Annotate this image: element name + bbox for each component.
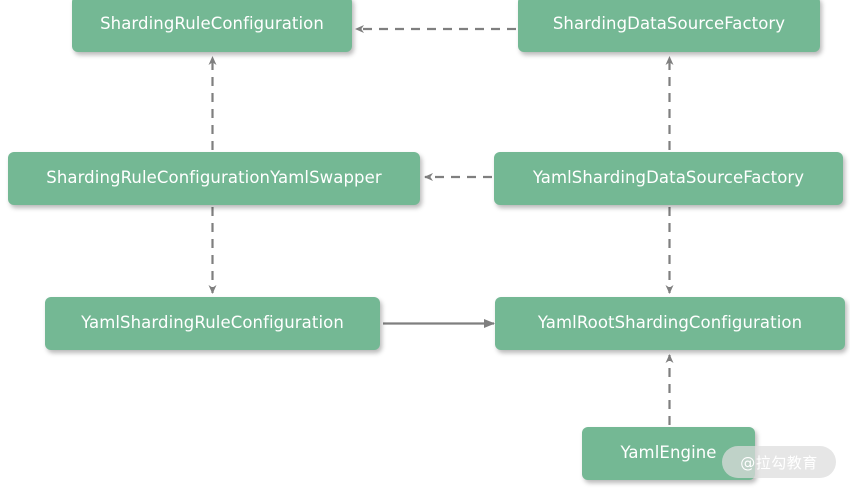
node-label: YamlShardingRuleConfiguration <box>81 313 344 333</box>
node-sharding-rule-configuration[interactable]: ShardingRuleConfiguration <box>72 0 352 52</box>
node-yaml-sharding-datasource-factory[interactable]: YamlShardingDataSourceFactory <box>494 152 843 205</box>
node-sharding-rule-configuration-yaml-swapper[interactable]: ShardingRuleConfigurationYamlSwapper <box>8 152 420 205</box>
node-yaml-root-sharding-configuration[interactable]: YamlRootShardingConfiguration <box>495 297 845 350</box>
node-label: YamlShardingDataSourceFactory <box>532 168 805 188</box>
node-label: YamlEngine <box>620 443 717 463</box>
node-label: YamlRootShardingConfiguration <box>537 313 803 333</box>
node-label: ShardingRuleConfiguration <box>100 13 324 33</box>
node-label: ShardingRuleConfigurationYamlSwapper <box>46 168 382 188</box>
node-label: ShardingDataSourceFactory <box>552 13 786 33</box>
node-sharding-datasource-factory[interactable]: ShardingDataSourceFactory <box>518 0 820 52</box>
node-yaml-sharding-rule-configuration[interactable]: YamlShardingRuleConfiguration <box>45 297 380 350</box>
node-yaml-engine[interactable]: YamlEngine <box>582 427 755 480</box>
